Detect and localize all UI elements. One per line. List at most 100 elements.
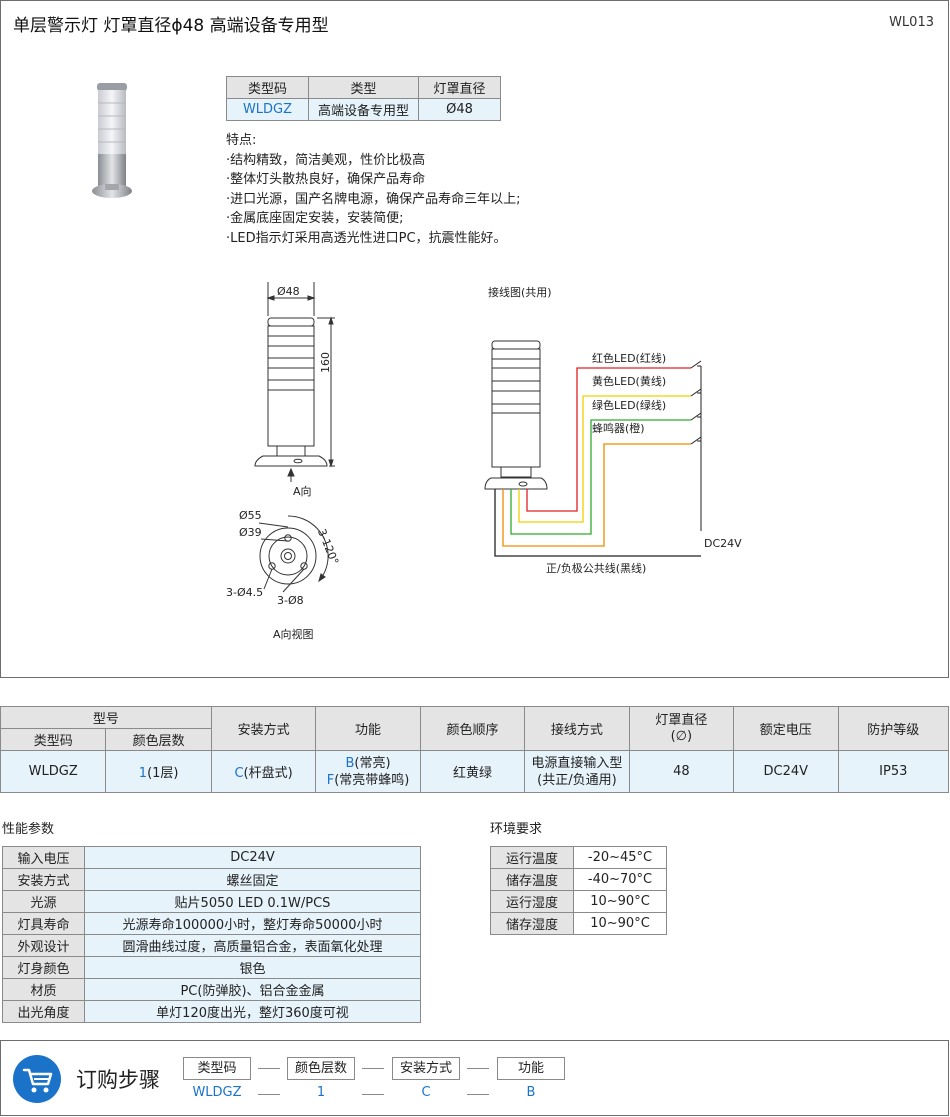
- cell-mount: C(杆盘式): [210, 750, 317, 793]
- features-list: 特点: ·结构精致，简洁美观，性价比极高 ·整体灯头散热良好，确保产品寿命 ·进…: [226, 131, 521, 248]
- cell-diameter: Ø48: [418, 98, 501, 121]
- cart-icon: [13, 1055, 61, 1103]
- product-code: WL013: [889, 15, 934, 30]
- mount-text: (杆盘式): [243, 766, 293, 781]
- order-steps-panel: 订购步骤 类型码 颜色层数 安装方式 功能 WLDGZ 1 C B: [0, 1040, 949, 1116]
- perf-value: 光源寿命100000小时，整灯寿命50000小时: [84, 912, 421, 935]
- step-mount: 安装方式: [392, 1057, 460, 1080]
- dim-height-label: 160: [319, 352, 332, 373]
- header-model: 型号: [0, 706, 212, 729]
- perf-value: 银色: [84, 956, 421, 979]
- header-diameter-unit: (∅): [670, 728, 693, 744]
- wire-green-label: 绿色LED(绿线): [592, 399, 667, 412]
- dim-d39-label: Ø39: [239, 526, 262, 539]
- cell-type-code: WLDGZ: [226, 98, 309, 121]
- dim-d55-label: Ø55: [239, 509, 262, 522]
- perf-value: 螺丝固定: [84, 868, 421, 891]
- page-title: 单层警示灯 灯罩直径ϕ48 高端设备专用型: [13, 16, 329, 36]
- a-view-label: A向视图: [273, 628, 314, 641]
- step-value: C: [421, 1085, 431, 1100]
- perf-value: 单灯120度出光，整灯360度可视: [84, 1000, 421, 1023]
- wiring-line2: (共正/负通用): [537, 772, 617, 788]
- env-value: 10~90°C: [573, 890, 667, 913]
- header-layers: 颜色层数: [105, 728, 212, 751]
- func1-code: B: [345, 755, 355, 771]
- step-connector: [467, 1068, 489, 1069]
- dim-hole2-label: 3-Ø8: [277, 594, 304, 607]
- cell-type-code: WLDGZ: [0, 750, 107, 793]
- step-connector: [258, 1068, 280, 1069]
- cell-diameter: 48: [628, 750, 735, 793]
- wiring-line1: 电源直接输入型: [531, 755, 623, 771]
- header-protection: 防护等级: [837, 706, 949, 751]
- product-panel: 单层警示灯 灯罩直径ϕ48 高端设备专用型 WL013 类型码 类型 灯罩直径 …: [0, 0, 949, 678]
- cell-type: 高端设备专用型: [308, 98, 419, 121]
- header-wiring: 接线方式: [524, 706, 630, 751]
- func2-text: (常亮带蜂鸣): [334, 772, 410, 788]
- header-type-code: 类型码: [226, 76, 309, 99]
- features-title: 特点:: [226, 133, 257, 148]
- step-connector: [258, 1094, 280, 1095]
- env-key: 运行温度: [490, 846, 574, 869]
- perf-value: 贴片5050 LED 0.1W/PCS: [84, 890, 421, 913]
- perf-key: 材质: [2, 978, 85, 1001]
- type-summary-table: 类型码 类型 灯罩直径 WLDGZ 高端设备专用型 Ø48: [226, 76, 501, 121]
- feature-item: ·结构精致，简洁美观，性价比极高: [226, 152, 426, 168]
- cell-layers: 1(1层): [105, 750, 212, 793]
- dim-hole1-label: 3-Ø4.5: [226, 586, 264, 599]
- product-image: [92, 83, 132, 198]
- step-value: 1: [316, 1085, 326, 1100]
- feature-item: ·进口光源，国产名牌电源，确保产品寿命三年以上;: [226, 191, 521, 207]
- perf-key: 光源: [2, 890, 85, 913]
- header-type: 类型: [308, 76, 419, 99]
- cell-wiring: 电源直接输入型 (共正/负通用): [524, 750, 630, 793]
- cell-voltage: DC24V: [733, 750, 839, 793]
- performance-title: 性能参数: [2, 822, 55, 837]
- step-connector: [362, 1068, 384, 1069]
- cell-protection: IP53: [837, 750, 949, 793]
- wire-red-label: 红色LED(红线): [592, 352, 667, 365]
- perf-key: 输入电压: [2, 846, 85, 869]
- dim-direction-label: A向: [293, 485, 312, 498]
- header-mount: 安装方式: [210, 706, 317, 751]
- wire-buzzer-label: 蜂鸣器(橙): [592, 422, 645, 435]
- wire-yellow-label: 黄色LED(黄线): [592, 375, 667, 388]
- feature-item: ·金属底座固定安装，安装简便;: [226, 211, 404, 226]
- perf-value: DC24V: [84, 846, 421, 869]
- step-function: 功能: [497, 1057, 565, 1080]
- env-key: 运行湿度: [490, 890, 574, 913]
- feature-item: ·整体灯头散热良好，确保产品寿命: [226, 172, 426, 187]
- perf-value: 圆滑曲线过度，高质量铝合金，表面氧化处理: [84, 934, 421, 957]
- step-value: B: [526, 1085, 536, 1100]
- spec-table: 型号 安装方式 功能 颜色顺序 接线方式 灯罩直径 (∅) 额定电压 防护等级 …: [0, 706, 949, 793]
- step-type-code: 类型码: [183, 1057, 251, 1080]
- perf-value: PC(防弹胶)、铝合金金属: [84, 978, 421, 1001]
- header-voltage: 额定电压: [733, 706, 839, 751]
- perf-key: 安装方式: [2, 868, 85, 891]
- perf-key: 出光角度: [2, 1000, 85, 1023]
- step-connector: [362, 1094, 384, 1095]
- header-color-order: 颜色顺序: [419, 706, 526, 751]
- step-layers: 颜色层数: [287, 1057, 355, 1080]
- step-value: WLDGZ: [192, 1085, 242, 1100]
- order-title: 订购步骤: [76, 1068, 160, 1092]
- func2-code: F: [326, 772, 335, 788]
- cell-function: B(常亮) F(常亮带蜂鸣): [315, 750, 421, 793]
- wire-common-label: 正/负极公共线(黑线): [546, 562, 647, 575]
- feature-item: ·LED指示灯采用高透光性进口PC，抗震性能好。: [226, 230, 507, 246]
- dim-diameter-label: Ø48: [277, 285, 300, 298]
- env-value: 10~90°C: [573, 912, 667, 935]
- dimension-drawing: [254, 282, 335, 482]
- header-type-code: 类型码: [0, 728, 107, 751]
- func1-text: (常亮): [354, 755, 391, 771]
- env-key: 储存温度: [490, 868, 574, 891]
- mount-code: C: [234, 766, 244, 781]
- wiring-title: 接线图(共用): [488, 286, 552, 299]
- env-key: 储存湿度: [490, 912, 574, 935]
- cell-color-order: 红黄绿: [419, 750, 526, 793]
- wire-voltage-label: DC24V: [704, 537, 742, 550]
- step-connector: [467, 1094, 489, 1095]
- header-diameter-label: 灯罩直径: [655, 712, 708, 728]
